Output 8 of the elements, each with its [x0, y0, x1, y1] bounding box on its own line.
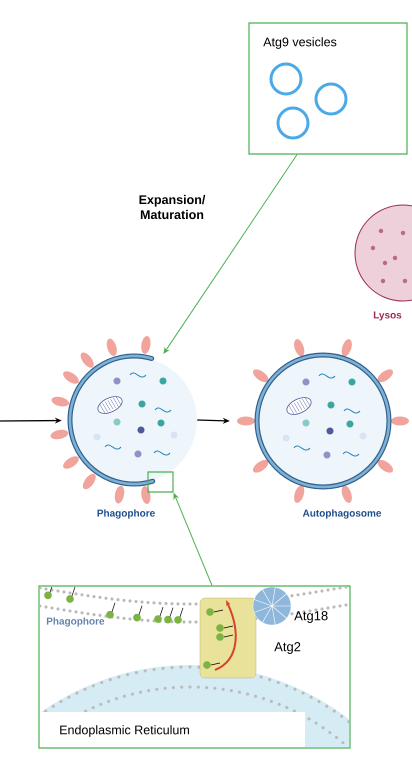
cell-label: Phagophore [98, 509, 155, 519]
protein-label: Atg2 [274, 642, 300, 654]
edge-label: Expansion/ Maturation [139, 194, 206, 220]
protein-label: Atg18 [294, 611, 328, 623]
box-title: Atg9 vesicles [263, 37, 336, 49]
membrane-label: Phagophore [46, 617, 104, 627]
organelle-label: Lysos [374, 312, 402, 320]
cell-label: Autophagosome [302, 509, 382, 519]
